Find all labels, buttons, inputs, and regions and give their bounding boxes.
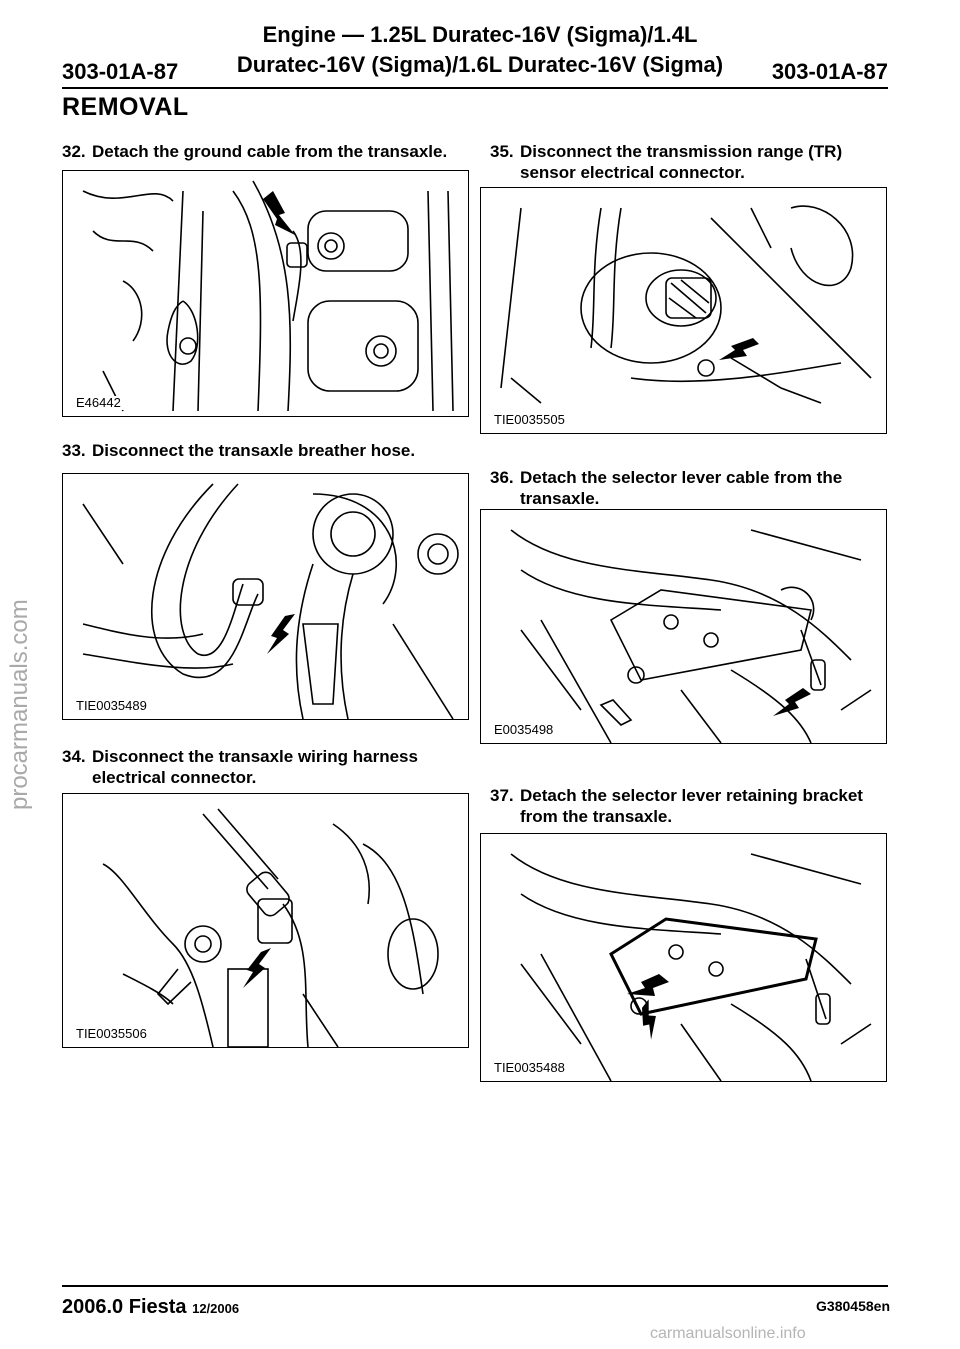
step-text: Disconnect the transaxle breather hose. xyxy=(92,441,416,460)
figure-selector-cable: E0035498 xyxy=(480,509,887,744)
wiring-connector-illustration xyxy=(102,808,439,1047)
page-code-left: 303-01A-87 xyxy=(62,59,179,84)
footer-date: 12/2006 xyxy=(192,1301,240,1316)
footer-model: 2006.0 Fiesta 12/2006 xyxy=(62,1296,239,1319)
step-text: Disconnect the transaxle wiring harness xyxy=(92,747,418,766)
ground-cable-illustration xyxy=(82,180,454,412)
footer-doc-code: G380458en xyxy=(816,1298,890,1314)
step-text-cont: electrical connector. xyxy=(92,768,257,787)
step-36: 36. Detach the selector lever cable from … xyxy=(490,467,890,509)
step-number: 34. xyxy=(62,747,86,766)
figure-wiring-connector: TIE0035506 xyxy=(62,793,469,1048)
arrow-icon xyxy=(642,999,656,1040)
arrow-icon xyxy=(773,688,811,716)
step-35: 35. Disconnect the transmission range (TR… xyxy=(490,141,890,183)
step-34: 34. Disconnect the transaxle wiring harne… xyxy=(62,746,472,788)
section-title: REMOVAL xyxy=(62,93,189,121)
arrow-icon xyxy=(267,614,295,654)
arrow-icon xyxy=(263,191,295,235)
header-rule xyxy=(62,87,888,89)
step-37: 37. Detach the selector lever retaining b… xyxy=(490,785,890,827)
figure-selector-bracket: TIE0035488 xyxy=(480,833,887,1082)
step-text: Detach the ground cable from the transax… xyxy=(92,142,448,161)
selector-bracket-illustration xyxy=(510,853,872,1081)
arrow-icon xyxy=(243,948,271,988)
tr-sensor-illustration xyxy=(500,205,872,404)
step-32: 32. Detach the ground cable from the tran… xyxy=(62,141,472,162)
figure-ground-cable: E46442 xyxy=(62,170,469,417)
figure-breather-hose: TIE0035489 xyxy=(62,473,469,720)
figure-id: TIE0035489 xyxy=(73,699,150,713)
footer-rule xyxy=(62,1285,888,1287)
arrow-icon xyxy=(627,974,669,996)
breather-hose-illustration xyxy=(82,483,459,719)
header-title-line1: Engine — 1.25L Duratec-16V (Sigma)/1.4L xyxy=(262,22,698,47)
watermark-side: procarmanuals.com xyxy=(6,599,33,810)
step-text: Detach the selector lever retaining brac… xyxy=(520,786,863,805)
header-title-line2: Duratec-16V (Sigma)/1.6L Duratec-16V (Si… xyxy=(236,52,724,77)
step-33: 33. Disconnect the transaxle breather hos… xyxy=(62,440,472,461)
step-text: Disconnect the transmission range (TR) xyxy=(520,142,843,161)
step-number: 36. xyxy=(490,468,514,487)
step-text-cont: from the transaxle. xyxy=(520,807,673,826)
selector-cable-illustration xyxy=(510,529,872,743)
step-text-cont: sensor electrical connector. xyxy=(520,163,745,182)
figure-id: E46442 xyxy=(73,396,124,410)
step-number: 35. xyxy=(490,142,514,161)
figure-id: TIE0035506 xyxy=(73,1027,150,1041)
figure-tr-sensor: TIE0035505 xyxy=(480,187,887,434)
figure-id: TIE0035505 xyxy=(491,413,568,427)
figure-id: TIE0035488 xyxy=(491,1061,568,1075)
footer-model-name: 2006.0 Fiesta xyxy=(62,1296,187,1318)
step-text-cont: transaxle. xyxy=(520,489,600,508)
step-number: 33. xyxy=(62,441,86,460)
step-number: 37. xyxy=(490,786,514,805)
watermark-bottom: carmanualsonline.info xyxy=(650,1325,806,1342)
arrow-icon xyxy=(719,338,759,360)
figure-id: E0035498 xyxy=(491,723,557,737)
step-number: 32. xyxy=(62,142,86,161)
step-text: Detach the selector lever cable from the xyxy=(520,468,843,487)
page-code-right: 303-01A-87 xyxy=(771,59,888,84)
